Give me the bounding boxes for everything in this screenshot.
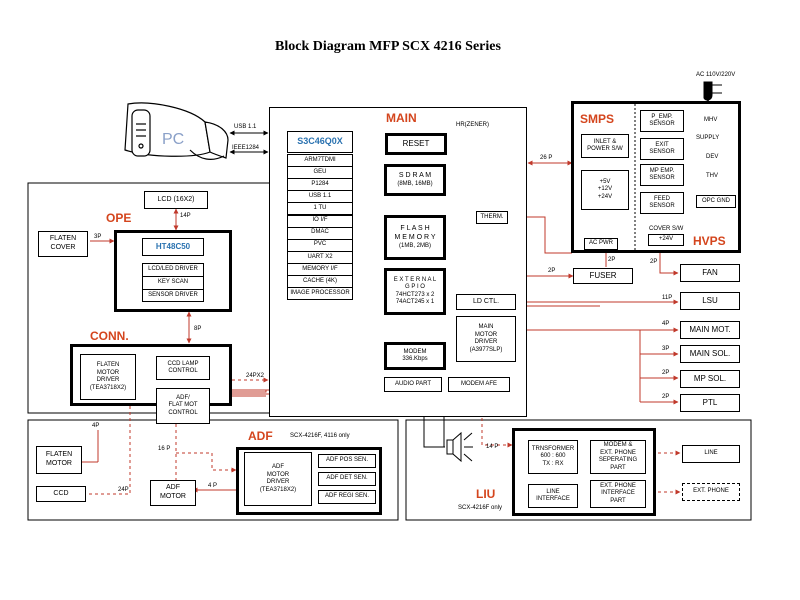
audio-part-box: AUDIO PART — [384, 377, 442, 392]
fan-box: FAN — [680, 264, 740, 282]
pin-conn-main: 24PX2 — [246, 373, 265, 379]
pin-main-mot: 4P — [662, 321, 670, 327]
modem-afe-box: MODEM AFE — [448, 377, 510, 392]
supply-label: SUPPLY — [696, 135, 720, 141]
ac-plug — [702, 81, 722, 105]
cpu-header: S3C46Q0X — [287, 131, 353, 153]
reset-box: RESET — [385, 133, 447, 155]
diagram-title: Block Diagram MFP SCX 4216 Series — [275, 39, 501, 54]
cpu-block-item: IMAGE PROCESSOR — [287, 287, 353, 301]
pc-illustration — [124, 102, 229, 160]
pin-adf-motor: 4 P — [208, 483, 218, 489]
pin-lcd: 14P — [180, 213, 191, 219]
inlet-power-box: INLET &POWER S/W — [581, 134, 629, 158]
pin-ccd: 24P — [118, 487, 129, 493]
usb-label: USB 1.1 — [234, 124, 257, 130]
pin-conn: 8P — [194, 326, 202, 332]
main-title: MAIN — [386, 111, 417, 125]
adf-det-sen-box: ADF DET SEN. — [318, 472, 376, 486]
pin-fuser: 2P — [548, 268, 556, 274]
ccd-box: CCD — [36, 486, 86, 502]
mp-emp-sensor-box: MP EMP.SENSOR — [640, 164, 684, 186]
pin-platen-cover: 3P — [94, 234, 102, 240]
ac-label: AC 110V/220V — [696, 72, 736, 78]
pin-main-sol: 3P — [662, 346, 670, 352]
pin-ptl: 2P — [662, 394, 670, 400]
pin-hvps: 2P — [608, 257, 616, 263]
liu-title: LIU — [476, 487, 496, 501]
mhv-label: MHV — [704, 117, 718, 123]
opc-gnd-box: OPC GND — [696, 195, 736, 208]
main-mot-box: MAIN MOT. — [680, 321, 740, 339]
therm-box: THERM. — [476, 211, 508, 224]
pin-fan: 2P — [650, 259, 658, 265]
pin-platen-motor: 4P — [92, 423, 100, 429]
adf-regi-sen-box: ADF REGI SEN. — [318, 490, 376, 504]
ld-ctl-box: LD CTL. — [456, 294, 516, 310]
pin-liu: 14 P — [486, 444, 499, 450]
pin-adf: 16 P — [158, 446, 171, 452]
dev-label: DEV — [706, 154, 719, 160]
adf-note: SCX-4216F, 4116 only — [290, 433, 350, 439]
adf-title: ADF — [248, 429, 273, 443]
ieee1284-label: IEEE1284 — [232, 145, 260, 151]
ptl-box: PTL — [680, 394, 740, 412]
pc-label: PC — [162, 131, 185, 148]
ac-pwr-box: AC PWR — [584, 238, 618, 250]
fuser-box: FUSER — [573, 268, 633, 284]
cpu-block-item: IO I/F — [287, 214, 353, 228]
plus24v-box: +24V — [648, 234, 684, 246]
ope-function-list: LCD/LED DRIVER KEY SCAN SENSOR DRIVER — [142, 263, 204, 302]
thv-label: THV — [706, 173, 718, 179]
cover-sw-label: COVER S/W — [649, 226, 684, 232]
adf-pos-sen-box: ADF POS SEN. — [318, 454, 376, 468]
smps-title: SMPS — [580, 112, 615, 126]
pin-lsu: 11P — [662, 295, 673, 301]
pin-mp-sol: 2P — [662, 370, 670, 376]
ope-title: OPE — [106, 211, 132, 225]
main-sol-box: MAIN SOL. — [680, 345, 740, 363]
mp-sol-box: MP SOL. — [680, 370, 740, 388]
p-emp-sensor-box: P_EMP.SENSOR — [640, 110, 684, 132]
voltage-outputs-box: +5V+12V+24V — [581, 170, 629, 210]
sdram-box: S D R A M(8MB, 16MB) — [384, 164, 446, 196]
conn-title: CONN. — [90, 329, 129, 343]
line-box: LINE — [682, 445, 740, 463]
speaker-icon — [446, 431, 473, 463]
ope-chip-box: HT48C50 — [142, 238, 204, 256]
liu-note: SCX-4216F only — [458, 505, 503, 511]
lsu-box: LSU — [680, 292, 740, 310]
hr-zener-label: HR(ZENER) — [456, 122, 489, 128]
hvps-title: HVPS — [693, 234, 726, 248]
pin-smps: 26 P — [540, 155, 553, 161]
lcd-box: LCD (16X2) — [144, 191, 208, 209]
ext-phone-box: EXT. PHONE — [682, 483, 740, 501]
